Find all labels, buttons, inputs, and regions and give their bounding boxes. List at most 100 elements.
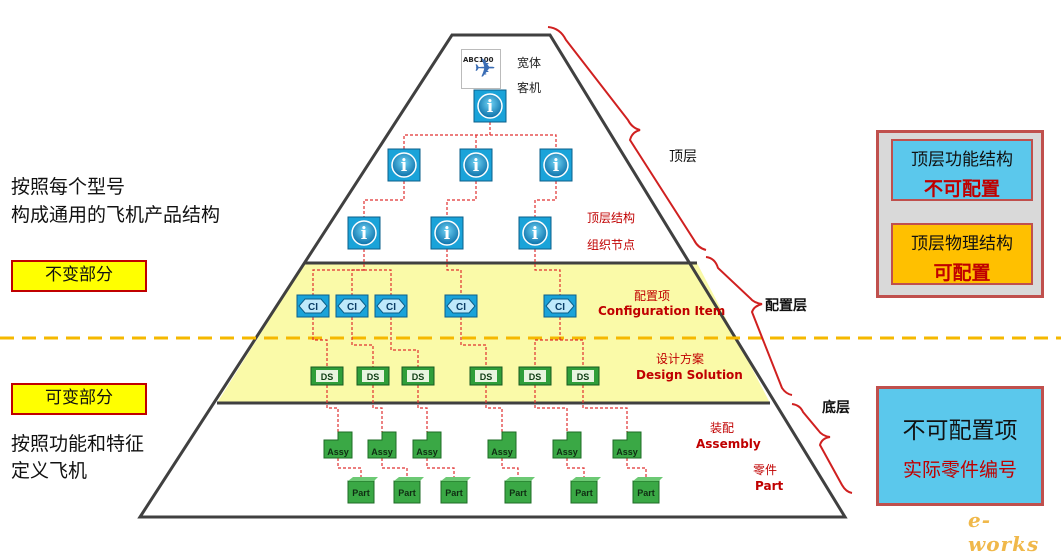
connector-line [403, 122, 491, 149]
part-node-top [571, 477, 601, 481]
assy-node-label: Assy [371, 447, 393, 457]
ci-node-label: CI [308, 302, 318, 313]
part-node-label: Part [445, 488, 463, 498]
connector-line [534, 249, 561, 295]
bottom-layer-panel: 不可配置项 实际零件编号 [876, 386, 1044, 506]
connector-line [363, 181, 405, 217]
left-desc-line3: 按照功能和特征 [11, 433, 145, 455]
ds-node-inner [407, 370, 429, 382]
assy-node [367, 431, 397, 459]
part-node-top [394, 477, 424, 481]
ci-node-shape [376, 298, 406, 314]
connector-line [501, 458, 519, 477]
connector-line [626, 458, 647, 477]
aircraft-logo: ABC100 ✈ [461, 49, 501, 89]
assy-node-label: Assy [491, 447, 513, 457]
part-node-label: Part [509, 488, 527, 498]
connector-line [337, 458, 362, 477]
info-icon [477, 93, 503, 119]
info-icon [434, 220, 460, 246]
info-node: i [387, 148, 421, 182]
invariant-tag: 不变部分 [11, 260, 147, 292]
top-struct-label-2: 组织节点 [587, 238, 636, 252]
pyramid-outline [137, 33, 848, 519]
ds-node-inner [572, 370, 594, 382]
ds-node-label: DS [412, 372, 425, 382]
left-desc-line4: 定义飞机 [11, 460, 88, 482]
part-node-top [348, 477, 378, 481]
left-desc-line1: 按照每个型号 [11, 176, 126, 198]
connector-line [351, 317, 374, 367]
ds-node-label: DS [577, 372, 590, 382]
connector-line [566, 458, 585, 477]
ci-node-label: CI [456, 302, 466, 313]
ds-node-inner [475, 370, 497, 382]
part-node-top [633, 477, 663, 481]
aircraft-logo-text: ABC100 [463, 56, 494, 64]
assembly-en: Assembly [696, 437, 761, 451]
info-icon [543, 152, 569, 178]
assy-node [612, 431, 642, 459]
config-item-en: Configuration Item [598, 304, 726, 318]
connector-line [560, 339, 584, 367]
info-icon [522, 220, 548, 246]
part-node-top [505, 477, 535, 481]
ds-node-label: DS [480, 372, 493, 382]
assy-node [323, 431, 353, 459]
info-node: i [539, 148, 573, 182]
part-node-label: Part [398, 488, 416, 498]
assy-node-label: Assy [327, 447, 349, 457]
info-icon-glyph: i [532, 224, 539, 244]
connector-line [534, 385, 568, 432]
layer-config-label: 配置层 [765, 298, 807, 314]
connector-line [390, 317, 419, 367]
ds-node-label: DS [321, 372, 334, 382]
ds-node-inner [316, 370, 338, 382]
part-number-label: 实际零件编号 [902, 459, 1017, 481]
left-desc-line2: 构成通用的飞机产品结构 [11, 204, 221, 226]
part-en: Part [755, 479, 784, 493]
assy-node-label: Assy [616, 447, 638, 457]
layer-bottom-label: 底层 [822, 400, 850, 416]
connector-line [326, 385, 339, 432]
info-node: i [518, 216, 552, 250]
ci-node-shape [545, 298, 575, 314]
physical-structure-status: 可配置 [933, 262, 991, 284]
assy-node [487, 431, 517, 459]
physical-structure-title: 顶层物理结构 [911, 234, 1013, 254]
info-node: i [473, 89, 507, 123]
top-struct-label-1: 顶层结构 [587, 211, 636, 225]
info-icon-glyph: i [473, 156, 480, 176]
connector-line [312, 249, 365, 295]
info-node: i [347, 216, 381, 250]
part-cn: 零件 [753, 463, 778, 477]
assy-node-label: Assy [416, 447, 438, 457]
assy-node [412, 431, 442, 459]
connector-line [417, 385, 428, 432]
part-node-label: Part [575, 488, 593, 498]
function-structure-status: 不可配置 [923, 178, 1000, 200]
ci-node-label: CI [386, 302, 396, 313]
assy-node [552, 431, 582, 459]
info-icon-glyph: i [487, 97, 494, 117]
layer-top-label: 顶层 [669, 149, 697, 165]
function-structure-box: 顶层功能结构 不可配置 [891, 139, 1033, 201]
ci-node-label: CI [347, 302, 357, 313]
ci-node-label: CI [555, 302, 565, 313]
part-node-top [441, 477, 471, 481]
connector-line [364, 269, 392, 295]
info-icon [463, 152, 489, 178]
assembly-cn: 装配 [710, 421, 735, 435]
connector-line [534, 181, 557, 217]
connector-line [381, 458, 408, 477]
connector-line [485, 385, 503, 432]
top-layer-bracket [547, 26, 707, 251]
part-node-label: Part [637, 488, 655, 498]
physical-structure-box: 顶层物理结构 可配置 [891, 223, 1033, 285]
eworks-watermark: e-works [968, 508, 1040, 556]
airplane-icon: ✈ [474, 54, 496, 84]
ds-node-label: DS [529, 372, 542, 382]
